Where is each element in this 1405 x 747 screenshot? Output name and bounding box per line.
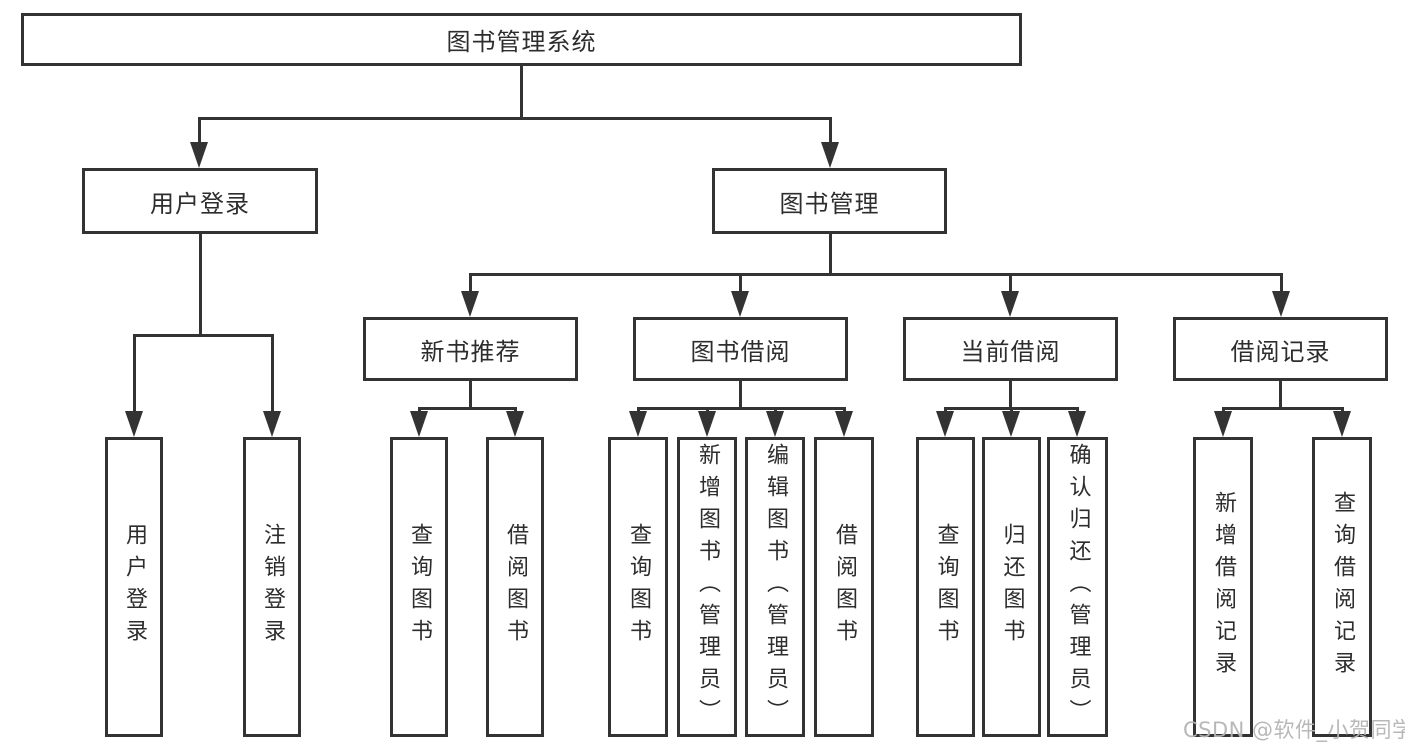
node-label: 当前借阅 — [960, 337, 1061, 366]
csdn-watermark: CSDN @软件_小贺同学 — [1183, 718, 1405, 742]
node-label: 注销登录 — [260, 523, 285, 651]
node-query-borrow-record: 查询借阅记录 — [1312, 437, 1372, 737]
connector-level3-bus — [469, 273, 1283, 276]
arrowhead-user-login — [190, 142, 208, 168]
arrowhead-edit-book — [766, 411, 784, 437]
connector-new-book-bus — [418, 407, 517, 410]
arrowhead-borrow-records — [1272, 291, 1290, 317]
connector-root-stub — [520, 65, 523, 118]
connector-borrow-records-stub — [1279, 380, 1282, 410]
arrowhead-login-action — [125, 411, 143, 437]
node-add-book-admin: 新增图书（管理员） — [677, 437, 737, 737]
node-query-books-borrow: 查询图书 — [608, 437, 668, 737]
arrowhead-query-record — [1333, 411, 1351, 437]
connector-arrowline-user-login — [198, 117, 201, 146]
node-book-borrow: 图书借阅 — [633, 317, 848, 381]
connector-book-borrow-bus — [637, 407, 846, 410]
node-label: 新增借阅记录 — [1211, 491, 1236, 683]
node-borrow-records: 借阅记录 — [1173, 317, 1388, 381]
node-label: 新书推荐 — [420, 337, 521, 366]
connector-borrow-records-bus — [1222, 407, 1344, 410]
connector-book-management-stub — [829, 232, 832, 275]
arrowhead-new-book — [461, 291, 479, 317]
node-label: 借阅记录 — [1230, 337, 1331, 366]
node-label: 图书借阅 — [690, 337, 791, 366]
node-label: 确认归还（管理员） — [1065, 443, 1091, 731]
arrowhead-return-book — [1002, 411, 1020, 437]
arrowhead-query2 — [629, 411, 647, 437]
node-return-book: 归还图书 — [982, 437, 1041, 737]
arrowhead-query3 — [936, 411, 954, 437]
arrowhead-borrow1 — [506, 411, 524, 437]
node-label: 借阅图书 — [832, 523, 857, 651]
node-borrow-books-recommend: 借阅图书 — [486, 437, 544, 737]
arrowhead-add-record — [1214, 411, 1232, 437]
node-label: 查询图书 — [626, 523, 651, 651]
connector-arrowline-new-book — [469, 273, 472, 295]
node-logout-action: 注销登录 — [243, 437, 301, 737]
node-query-books-recommend: 查询图书 — [390, 437, 448, 737]
node-label: 查询图书 — [933, 523, 959, 651]
node-add-borrow-record: 新增借阅记录 — [1193, 437, 1253, 737]
node-current-borrow: 当前借阅 — [903, 317, 1118, 381]
node-edit-book-admin: 编辑图书（管理员） — [745, 437, 805, 737]
arrowhead-query1 — [410, 411, 428, 437]
node-label: 借阅图书 — [503, 523, 528, 651]
arrowhead-book-borrow — [731, 291, 749, 317]
connector-arrowline-book-borrow — [739, 273, 742, 295]
node-book-management: 图书管理 — [712, 168, 947, 234]
arrowhead-confirm-return — [1068, 411, 1086, 437]
arrowhead-current-borrow — [1001, 291, 1019, 317]
node-user-login-action: 用户登录 — [105, 437, 163, 737]
connector-book-borrow-stub — [739, 380, 742, 410]
node-label: 图书管理 — [779, 189, 880, 218]
node-user-login: 用户登录 — [82, 168, 318, 234]
connector-new-book-stub — [469, 380, 472, 410]
arrowhead-book-management — [821, 142, 839, 168]
node-label: 查询图书 — [407, 523, 432, 651]
node-confirm-return-admin: 确认归还（管理员） — [1047, 437, 1108, 737]
node-label: 查询借阅记录 — [1330, 491, 1355, 683]
arrowhead-logout-action — [263, 411, 281, 437]
connector-arrowline-borrow-records — [1280, 273, 1283, 295]
node-label: 新增图书（管理员） — [695, 443, 720, 731]
node-new-book-recommend: 新书推荐 — [363, 317, 578, 381]
connector-arrowline-login-action — [133, 334, 136, 413]
arrowhead-borrow2 — [835, 411, 853, 437]
node-library-management-system: 图书管理系统 — [21, 13, 1022, 66]
connector-arrowline-current-borrow — [1009, 273, 1012, 295]
arrowhead-add-book — [698, 411, 716, 437]
connector-level2-bus — [198, 117, 831, 120]
node-label: 用户登录 — [150, 189, 250, 218]
connector-arrowline-logout-action — [271, 334, 274, 413]
connector-current-borrow-stub — [1009, 380, 1012, 410]
node-label: 图书管理系统 — [446, 28, 597, 56]
node-borrow-books-borrow: 借阅图书 — [814, 437, 874, 737]
node-query-books-current: 查询图书 — [916, 437, 975, 737]
connector-user-login-stub — [199, 232, 202, 337]
node-label: 编辑图书（管理员） — [763, 443, 788, 731]
node-label: 归还图书 — [999, 523, 1025, 651]
node-label: 用户登录 — [122, 523, 147, 651]
connector-user-login-bus — [133, 334, 274, 337]
connector-arrowline-book-management — [829, 117, 832, 146]
